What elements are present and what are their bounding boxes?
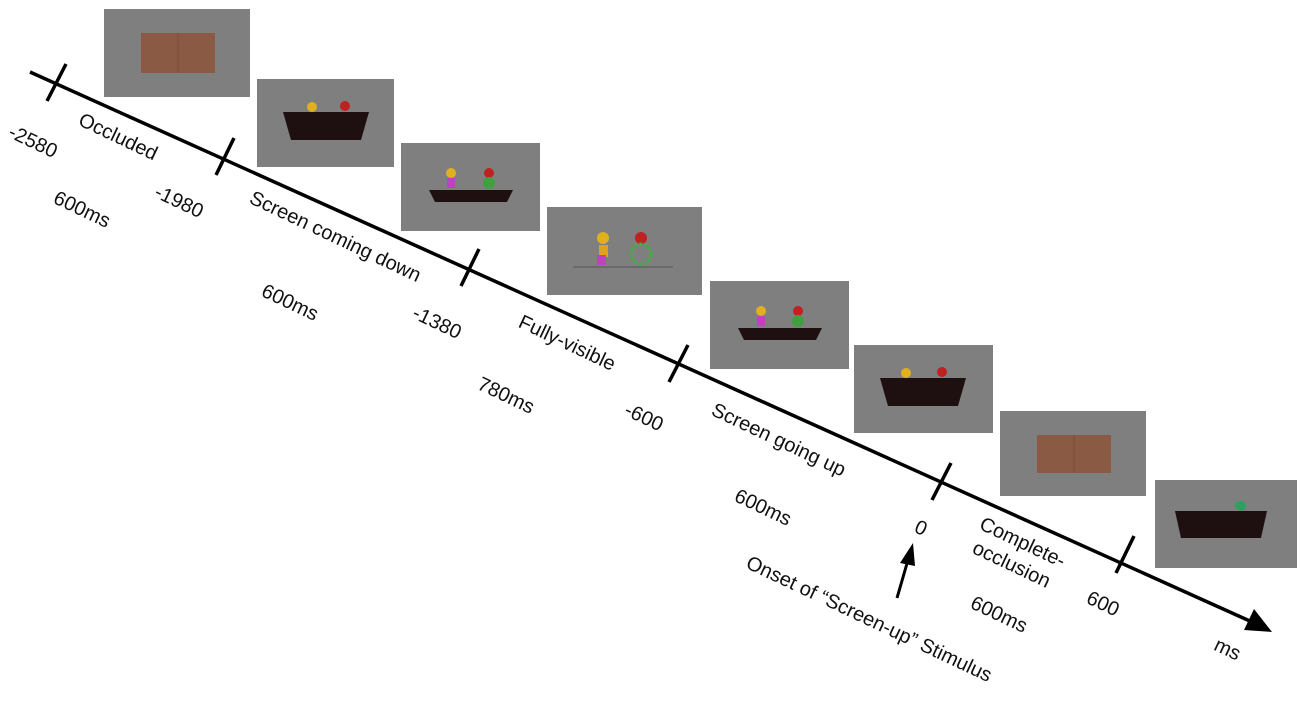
axis-line [29,70,1253,624]
fully-visible-icon [573,232,673,268]
tick-mark-6 [1114,535,1136,574]
box-with-object-icon [1175,501,1267,538]
stimulus-frame-5 [710,281,849,369]
axis-arrowhead [1244,609,1272,632]
tick-mark-1 [45,63,68,102]
box-screen-high-icon [880,367,966,406]
stimulus-frame-8 [1155,480,1297,568]
box-screen-high-icon [283,101,369,140]
stimulus-frame-3 [401,143,540,231]
tick-mark-3 [459,248,481,287]
tick-mark-5 [930,462,953,501]
onset-arrow-line [895,559,910,599]
tick-mark-2 [214,137,236,176]
onset-arrow-head [900,543,915,566]
brown-screen-icon [1037,435,1111,473]
stimulus-frame-6 [854,345,993,433]
stimulus-frame-1 [104,9,250,97]
brown-screen-icon [141,33,215,73]
stimulus-frame-7 [1000,411,1146,496]
stimulus-frame-2 [257,79,394,167]
box-screen-low-icon [738,306,822,340]
tick-mark-4 [667,344,690,383]
box-screen-low-icon [429,168,513,202]
stimulus-frame-4 [547,207,702,295]
